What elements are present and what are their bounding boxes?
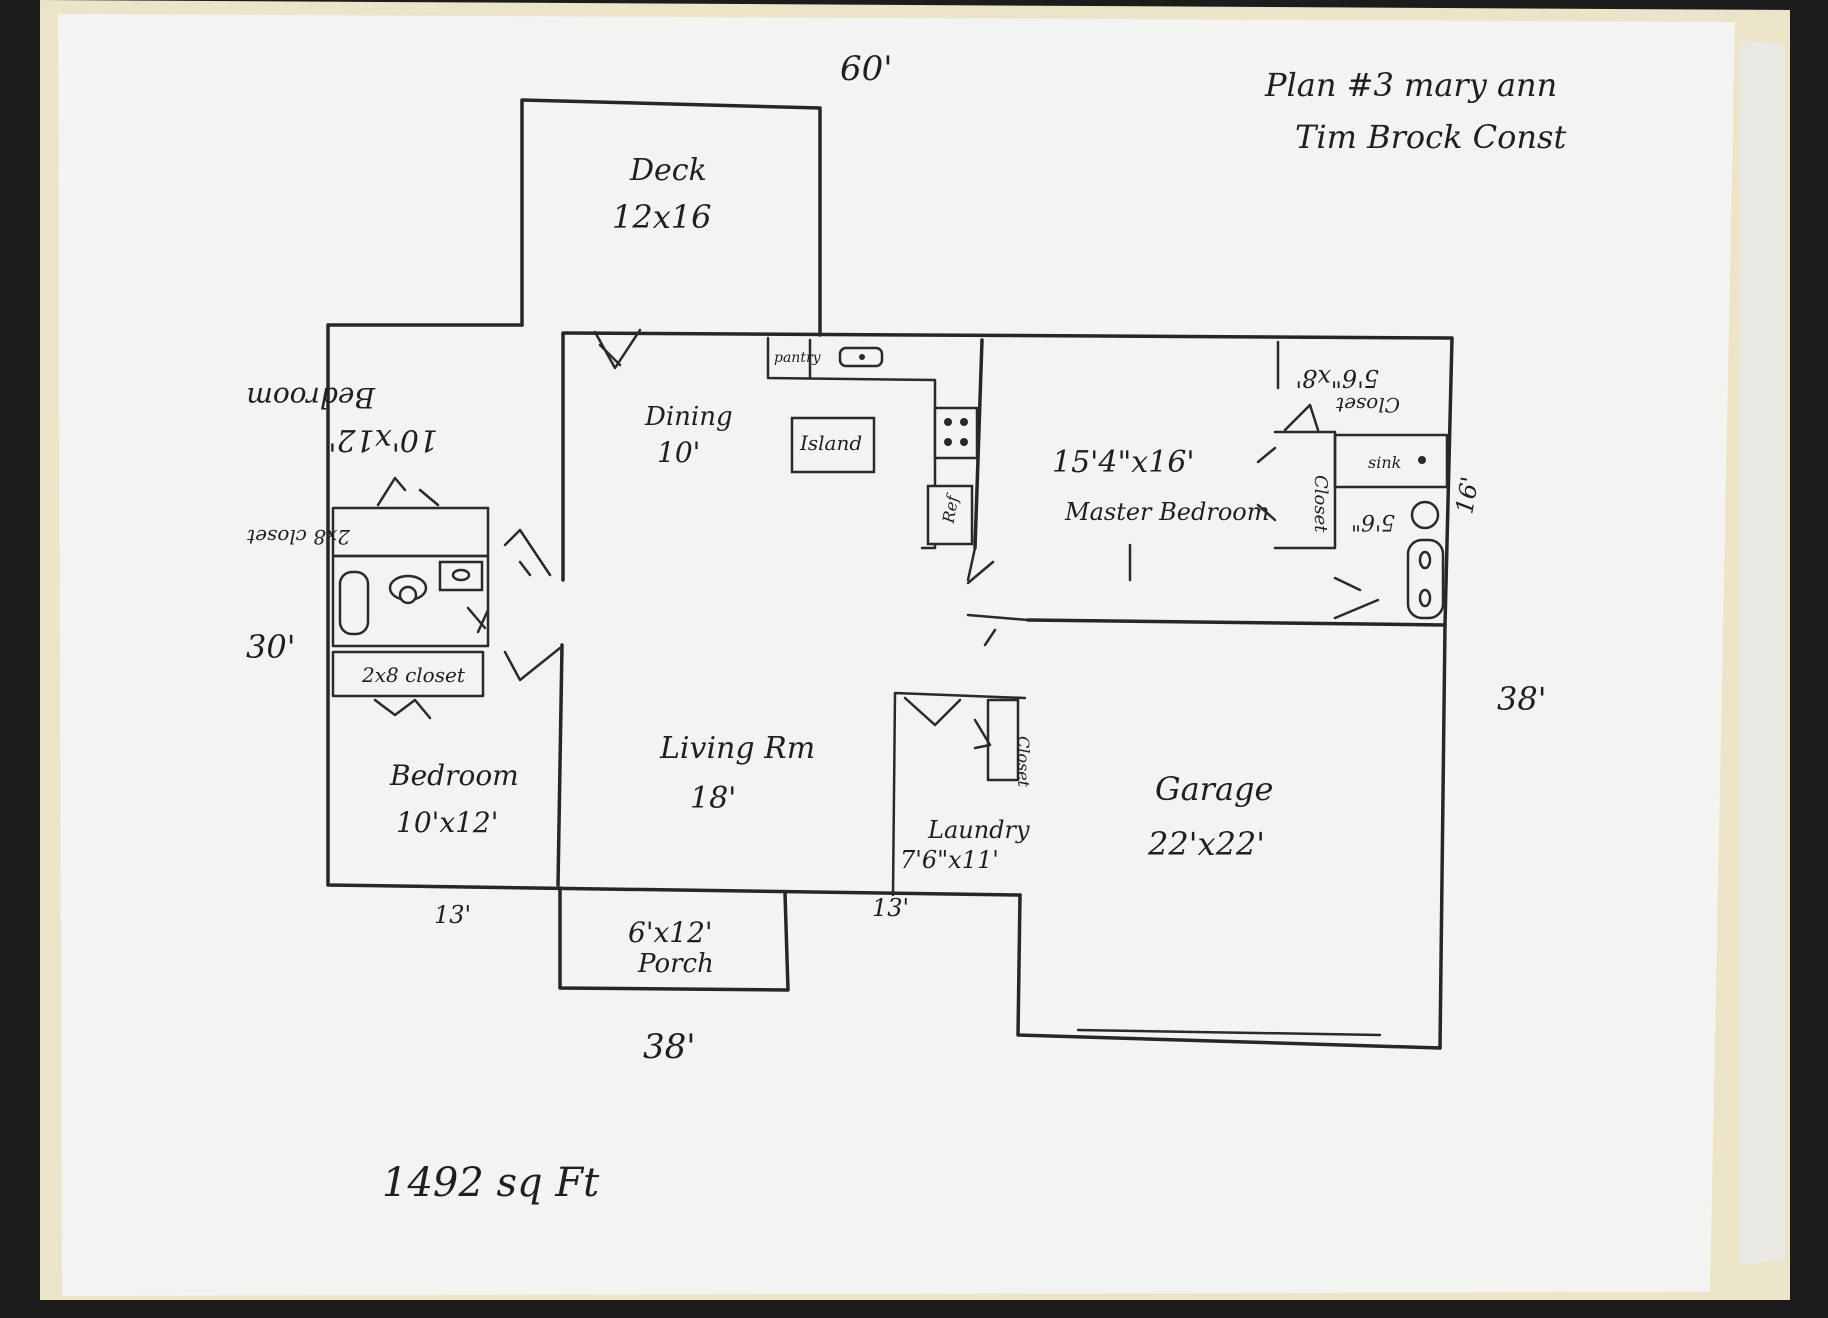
shower-drain-icon [1418, 588, 1432, 608]
deck-label: Deck [629, 153, 707, 188]
kitchen-area: Dining 10' pantry Ref Island [593, 328, 979, 550]
dim-top: 60' [840, 49, 893, 89]
master-label: Master Bedroom [1064, 498, 1269, 526]
bath-outline [331, 554, 490, 648]
porch-label: Porch [637, 949, 714, 979]
master-closet-side-label: Closet [1310, 475, 1331, 533]
closet-side-doors [1256, 446, 1277, 522]
bedroom-top-size: 10'x12' [328, 422, 438, 457]
bath-door-swing [503, 528, 552, 577]
toilet-icon [1410, 500, 1440, 530]
closet-mid-label: 2x8 closet [361, 663, 466, 687]
master-size: 15'4"x16' [1052, 445, 1195, 480]
bedroom-wing: Bedroom 10'x12' 2x8 closet 2x8 closet Be… [246, 381, 562, 839]
master-closet-top-label: Closet [1335, 393, 1400, 417]
closet-top-label: 2x8 closet [246, 525, 351, 549]
master-bath-vanity-outline [1333, 433, 1449, 489]
paper-sheet [58, 14, 1735, 1296]
dim-bottom-left: 13' [434, 901, 471, 929]
bedroom-bottom-label: Bedroom [389, 759, 519, 792]
living-label: Living Rm [659, 731, 815, 766]
closet-door-top [376, 476, 440, 507]
closet-mid-outline [331, 650, 485, 698]
deck-outline [520, 98, 822, 337]
burner-icon [960, 418, 968, 426]
outer-wall-left [326, 323, 1022, 897]
porch-outline [558, 886, 790, 992]
builder-name: Tim Brock Const [1295, 118, 1566, 156]
garage-wall [1016, 893, 1442, 1050]
toilet-bowl-icon [398, 585, 418, 605]
living-size: 18' [690, 781, 736, 816]
master-door-swing [966, 560, 997, 647]
shower-drain-icon [1418, 550, 1432, 570]
garage-master-wall [1026, 618, 1447, 627]
bath-sink-icon [451, 568, 471, 582]
paper-stack-edge [1740, 40, 1785, 1265]
bathtub-icon [338, 570, 370, 636]
laundry-walls [891, 691, 1027, 897]
outer-wall-top-right [563, 331, 1454, 1050]
burner-icon [960, 438, 968, 446]
refrigerator-icon [926, 484, 974, 546]
master-door-jamb [966, 546, 977, 582]
hall-wall [966, 613, 1030, 622]
porch-size: 6'x12' [628, 916, 713, 949]
master-bath-size: 5'6" [1351, 509, 1395, 534]
master-suite: 15'4"x16' Master Bedroom 5'6"x8' Closet … [966, 340, 1449, 647]
living-room: Living Rm 18' [659, 731, 815, 816]
burner-icon [944, 418, 952, 426]
vanity-sink-icon [1418, 456, 1426, 464]
laundry-door-swing [903, 696, 992, 750]
dim-right: 38' [1497, 680, 1547, 718]
closet-mid-door [373, 698, 432, 720]
bedroom-door-swing [503, 646, 562, 682]
shower-icon [1406, 538, 1445, 620]
laundry-room: Closet Laundry 7'6"x11' [891, 691, 1033, 897]
pantry-label: pantry [774, 350, 822, 366]
dim-left: 30' [246, 628, 296, 666]
laundry-closet-outline [986, 698, 1020, 782]
interior-wall-lower [556, 643, 564, 887]
deck-size: 12x16 [612, 198, 711, 236]
dim-master-side: 16' [1450, 475, 1484, 516]
garage: Garage 22'x22' [1076, 770, 1382, 1037]
house-walls [326, 323, 1454, 1050]
master-bath-vanity-label: sink [1368, 453, 1401, 472]
plan-title: Plan #3 mary ann [1264, 66, 1557, 104]
laundry-label: Laundry [927, 816, 1030, 844]
master-closet-top-size: 5'6"x8' [1295, 364, 1379, 392]
hall-door-swing [466, 606, 490, 634]
dim-bottom-mid: 13' [872, 894, 909, 922]
kitchen-master-wall [973, 338, 984, 550]
sink-drain-icon [859, 354, 865, 360]
bedroom-bottom-size: 10'x12' [396, 806, 498, 839]
garage-size: 22'x22' [1147, 825, 1265, 863]
burner-icon [944, 438, 952, 446]
laundry-size: 7'6"x11' [900, 846, 999, 874]
island-label: Island [799, 431, 862, 455]
dim-bottom: 38' [643, 1027, 696, 1067]
closet-door-swing [1283, 403, 1320, 432]
deck: Deck 12x16 [520, 98, 822, 337]
bedroom-top-label: Bedroom [246, 381, 376, 414]
porch: 6'x12' Porch [558, 886, 790, 992]
garage-label: Garage [1155, 770, 1273, 808]
dining-size: 10' [657, 436, 700, 469]
island-icon [790, 416, 876, 474]
garage-door [1076, 1028, 1382, 1037]
range-icon [933, 406, 979, 460]
master-closet-side-outline [1273, 430, 1337, 550]
total-area: 1492 sq Ft [382, 1160, 600, 1206]
deck-door-swing [593, 328, 642, 370]
laundry-closet-label: Closet [1014, 736, 1033, 788]
dining-label: Dining [644, 402, 733, 432]
bath-door-swing [1333, 576, 1380, 620]
kitchen-counter [766, 336, 937, 550]
